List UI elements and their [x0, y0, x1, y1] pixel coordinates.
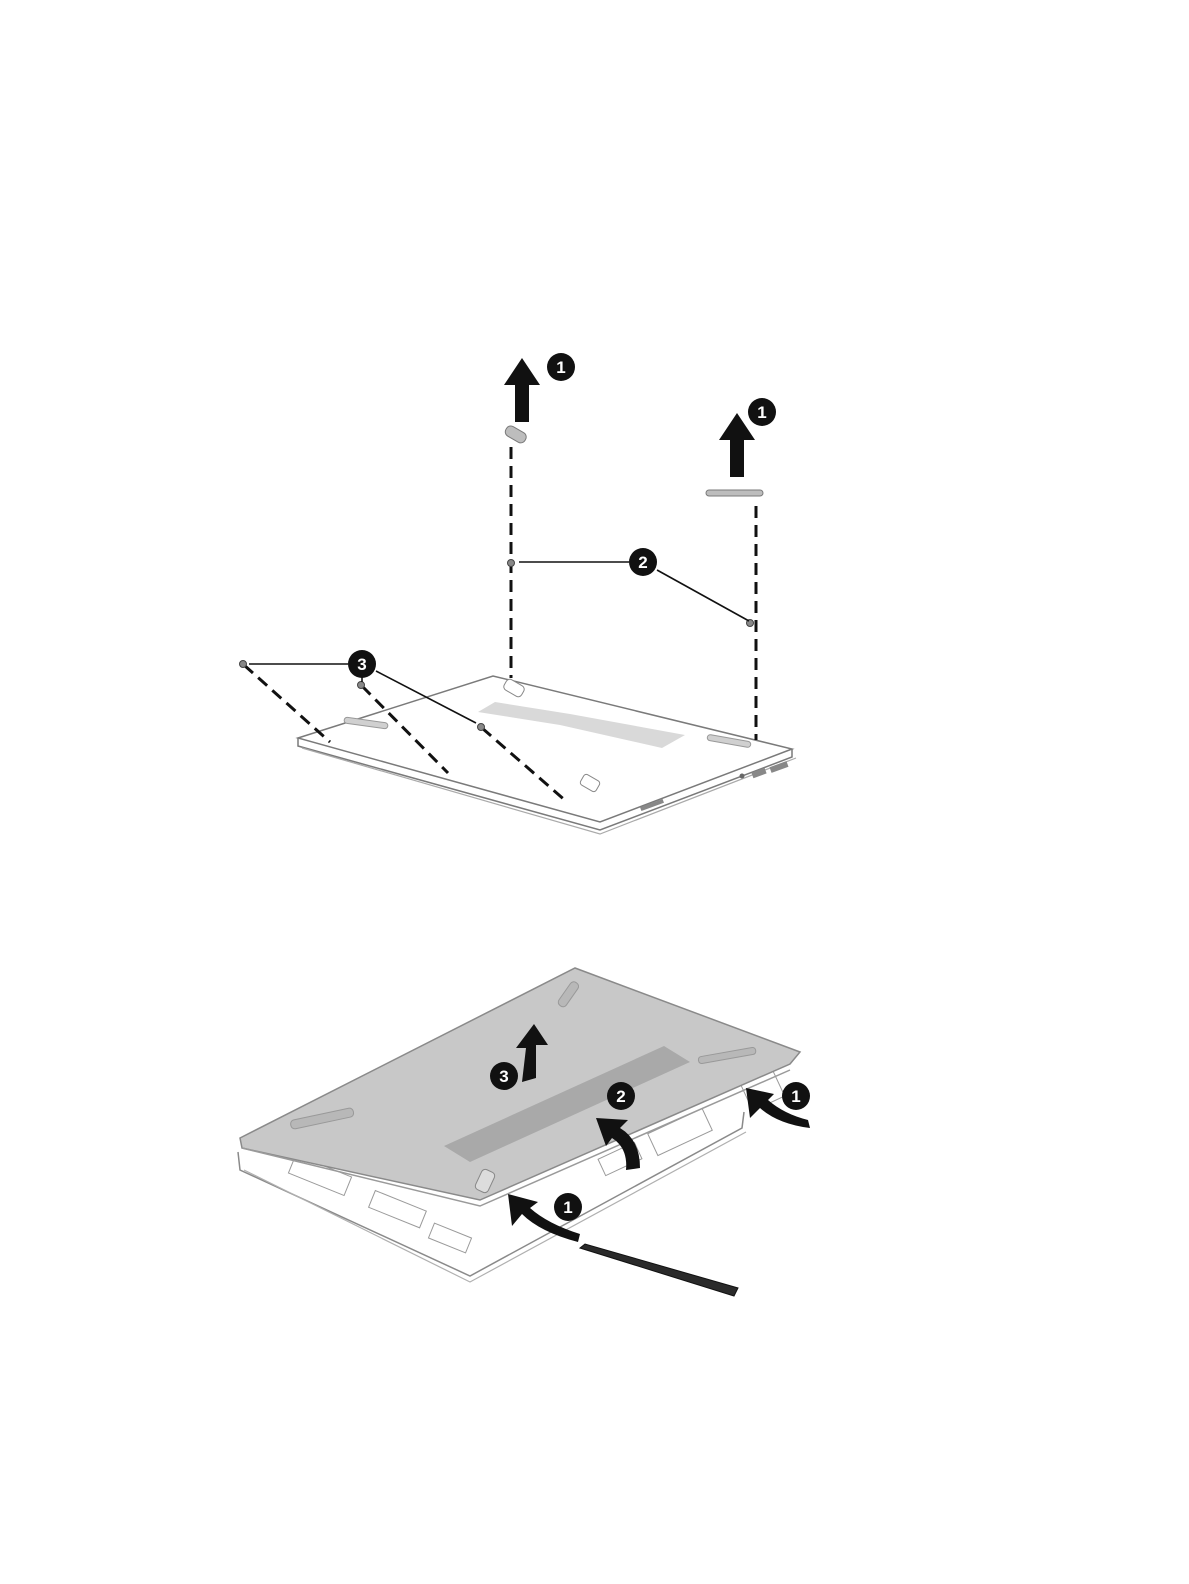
callout-release-right: 1	[782, 1082, 810, 1110]
plastic-pry-tool-icon	[580, 1244, 738, 1296]
screw-icon	[358, 682, 365, 689]
callout-remove-cover: 3	[490, 1062, 518, 1090]
svg-text:3: 3	[357, 655, 366, 674]
svg-text:1: 1	[757, 403, 766, 422]
screw-icon	[508, 560, 515, 567]
step-remove-caps-and-screws: 1 1 2 3	[240, 353, 797, 834]
screw-icon	[478, 724, 485, 731]
svg-text:1: 1	[563, 1198, 572, 1217]
svg-text:2: 2	[616, 1087, 625, 1106]
callout-screws-side: 3	[348, 650, 376, 678]
svg-text:3: 3	[499, 1067, 508, 1086]
callout-cap-left: 1	[547, 353, 575, 381]
up-arrow-icon	[719, 413, 755, 477]
up-arrow-icon	[504, 358, 540, 422]
callout-screws-bottom: 2	[629, 548, 657, 576]
svg-text:1: 1	[791, 1087, 800, 1106]
computer-base-illustration	[298, 676, 796, 834]
screw-icon	[240, 661, 247, 668]
svg-text:2: 2	[638, 553, 647, 572]
callout-release-left: 1	[554, 1193, 582, 1221]
step-remove-bottom-cover: 1 1 2 3	[238, 968, 810, 1296]
svg-text:1: 1	[556, 358, 565, 377]
callout-cap-right: 1	[748, 398, 776, 426]
rubber-strip-icon	[706, 490, 763, 496]
rubber-cap-icon	[503, 424, 528, 445]
callout-lift-edge: 2	[607, 1082, 635, 1110]
